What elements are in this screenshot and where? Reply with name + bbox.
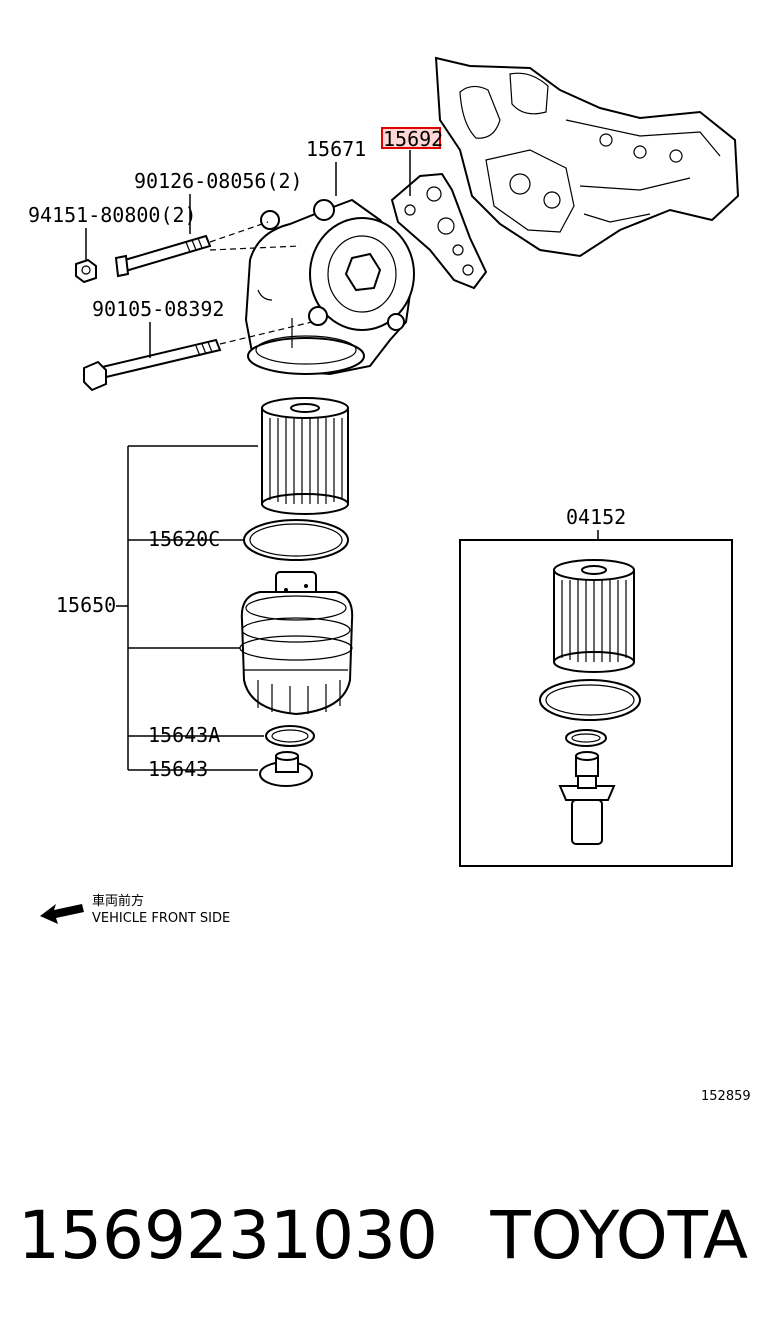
label-15620c: 15620C [148, 527, 220, 551]
filter-cap [239, 571, 354, 716]
o-ring-15620c [243, 519, 349, 561]
part-number: 1569231030 [18, 1196, 438, 1274]
parts-diagram: 15671 15692 90126-08056(2) 94151-80800(2… [28, 56, 751, 1104]
label-15671: 15671 [306, 137, 366, 161]
direction-en: VEHICLE FRONT SIDE [92, 911, 230, 926]
label-04152: 04152 [566, 505, 626, 529]
kit-filter-element [553, 559, 635, 673]
arrow-left-icon [40, 904, 84, 924]
gasket-15692 [390, 172, 488, 290]
oil-filter-element [261, 397, 349, 515]
label-94151: 94151-80800(2) [28, 203, 197, 227]
label-15692[interactable]: 15692 [383, 127, 443, 151]
label-90126: 90126-08056(2) [134, 169, 303, 193]
direction-jp: 車両前方 [92, 893, 144, 909]
nut-94151 [75, 258, 97, 284]
stud-bolt-90126 [114, 234, 212, 278]
kit-o-ring-large [539, 679, 641, 721]
label-90105: 90105-08392 [92, 297, 224, 321]
footer: 1569231030 TOYOTA [18, 1190, 748, 1280]
drain-plug-15643 [259, 751, 313, 787]
front-direction-indicator: 車両前方 VEHICLE FRONT SIDE [40, 893, 230, 926]
kit-drain-pipe [558, 751, 616, 845]
engine-block [434, 56, 740, 258]
bolt-90105 [83, 338, 222, 392]
highlight-box-15692 [381, 127, 441, 149]
o-ring-15643a [265, 725, 315, 747]
label-15643: 15643 [148, 757, 208, 781]
label-15643a: 15643A [148, 723, 220, 747]
kit-o-ring-small [565, 729, 607, 747]
diagram-ref: 152859 [701, 1089, 751, 1104]
label-15650: 15650 [56, 593, 116, 617]
filter-housing-15671 [244, 198, 415, 376]
brand: TOYOTA [490, 1196, 748, 1274]
